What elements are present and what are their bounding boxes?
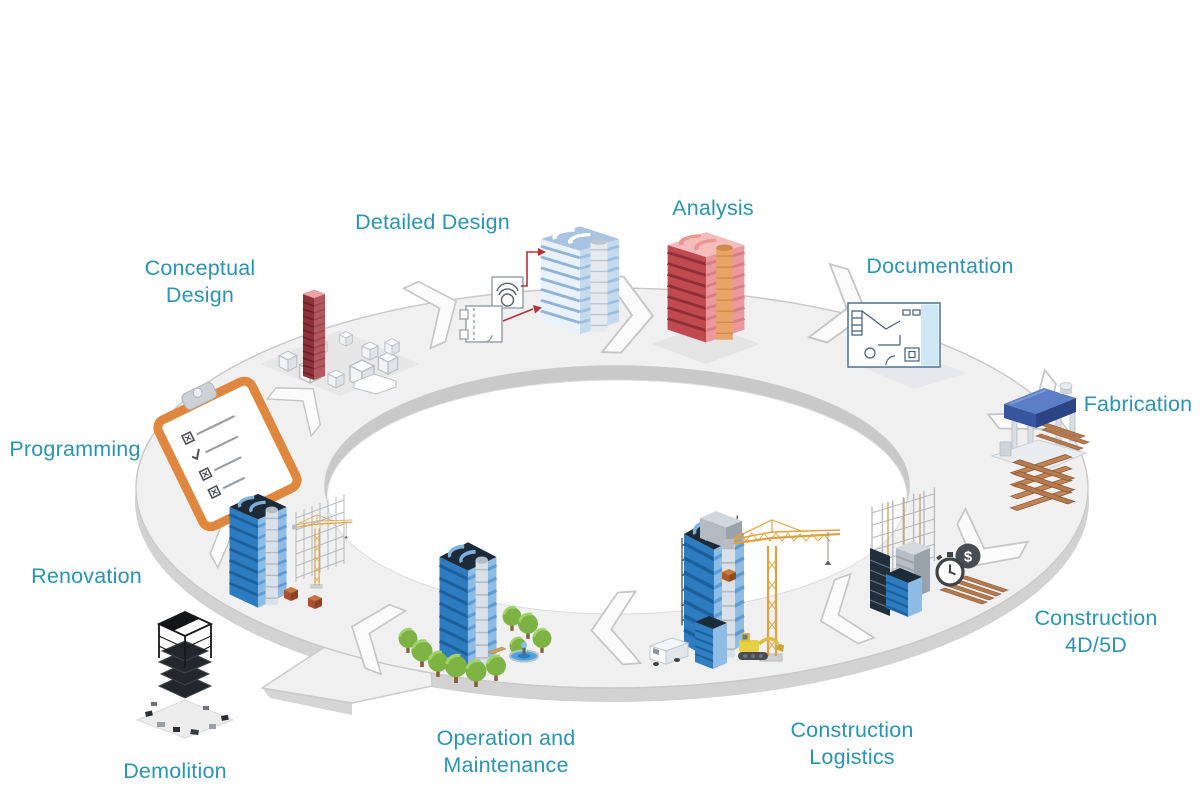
stage-label-construction-logistics: Construction Logistics bbox=[790, 718, 914, 770]
thermal-tower-icon bbox=[652, 232, 760, 364]
floor-plan-icon bbox=[847, 302, 968, 389]
rubble bbox=[145, 702, 229, 736]
stage-label-conceptual-design: Conceptual Design bbox=[144, 256, 256, 308]
crane-site-icon bbox=[648, 511, 842, 669]
massing-model-icon bbox=[260, 289, 420, 396]
wireframe-top bbox=[156, 611, 214, 668]
sketch-fan bbox=[491, 276, 524, 309]
cnc-machine-planks-icon bbox=[990, 382, 1090, 511]
tower-park-icon bbox=[397, 540, 553, 689]
stage-label-detailed-design: Detailed Design bbox=[355, 210, 510, 234]
ring-inner-hole bbox=[326, 379, 908, 615]
small-blue-tower bbox=[694, 616, 727, 669]
stage-label-construction-4d5d: Construction 4D/5D bbox=[1034, 606, 1158, 658]
stage-label-documentation: Documentation bbox=[866, 254, 1014, 278]
clipboard-checklist-icon bbox=[153, 376, 302, 532]
stopwatch-icon bbox=[935, 552, 965, 587]
stage-label-demolition: Demolition bbox=[123, 759, 227, 783]
scaffold-stopwatch-icon: $ bbox=[869, 486, 1009, 617]
demolished-building-icon bbox=[135, 611, 235, 739]
stage-label-fabrication: Fabrication bbox=[1083, 392, 1193, 416]
sketch-plan bbox=[459, 305, 503, 343]
hoist-crate bbox=[722, 569, 736, 582]
dollar-badge-icon: $ bbox=[955, 543, 981, 569]
tower-with-sketches-icon bbox=[459, 226, 619, 343]
fountain-icon bbox=[509, 642, 539, 663]
truck-icon bbox=[648, 637, 690, 666]
dollar-sign: $ bbox=[964, 549, 973, 566]
bench bbox=[487, 646, 507, 655]
maroon-tower bbox=[302, 289, 326, 380]
stage-label-analysis: Analysis bbox=[672, 196, 754, 220]
stage-label-programming: Programming bbox=[9, 437, 141, 461]
excavator-icon bbox=[738, 633, 784, 660]
stage-label-operation-maintenance: Operation and Maintenance bbox=[436, 726, 576, 778]
stage-label-renovation: Renovation bbox=[31, 564, 142, 588]
red-arrows bbox=[502, 248, 546, 322]
